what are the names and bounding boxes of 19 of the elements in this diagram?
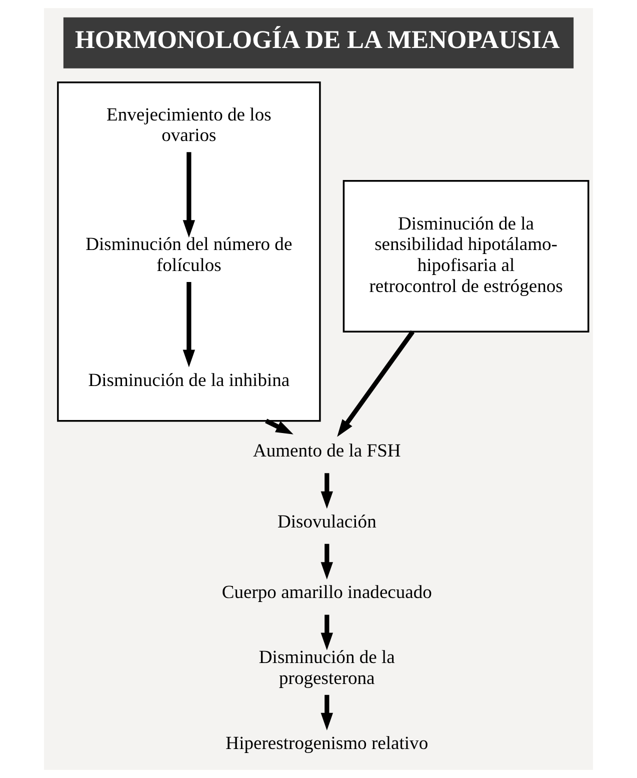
node-text: Cuerpo amarillo inadecuado	[222, 582, 432, 604]
node-text: Disminución del número de folículos	[86, 234, 292, 276]
arrow	[320, 614, 334, 650]
node-text: Hiperestrogenismo relativo	[226, 732, 428, 754]
node-box: Disminución de la sensibilidad hipotálamo-hipofisaria al retrocontrol de estrógenos	[342, 180, 590, 332]
arrow	[320, 473, 334, 509]
arrow	[182, 152, 196, 238]
node-text: Disminución de la inhibina	[88, 370, 290, 391]
cluster	[57, 81, 321, 422]
arrow	[337, 330, 415, 437]
arrow	[265, 418, 294, 434]
node-text: Disovulación	[277, 511, 376, 532]
node-text: Envejecimiento de los ovarios	[106, 104, 272, 146]
diagram-title: HORMONOLOGÍA DE LA MENOPAUSIA	[75, 25, 560, 54]
node-text: Aumento de la FSH	[252, 440, 401, 462]
node-text: Disminución de la progesterona	[258, 646, 395, 689]
arrow	[182, 282, 196, 368]
arrow	[320, 694, 334, 730]
arrow	[320, 544, 334, 580]
